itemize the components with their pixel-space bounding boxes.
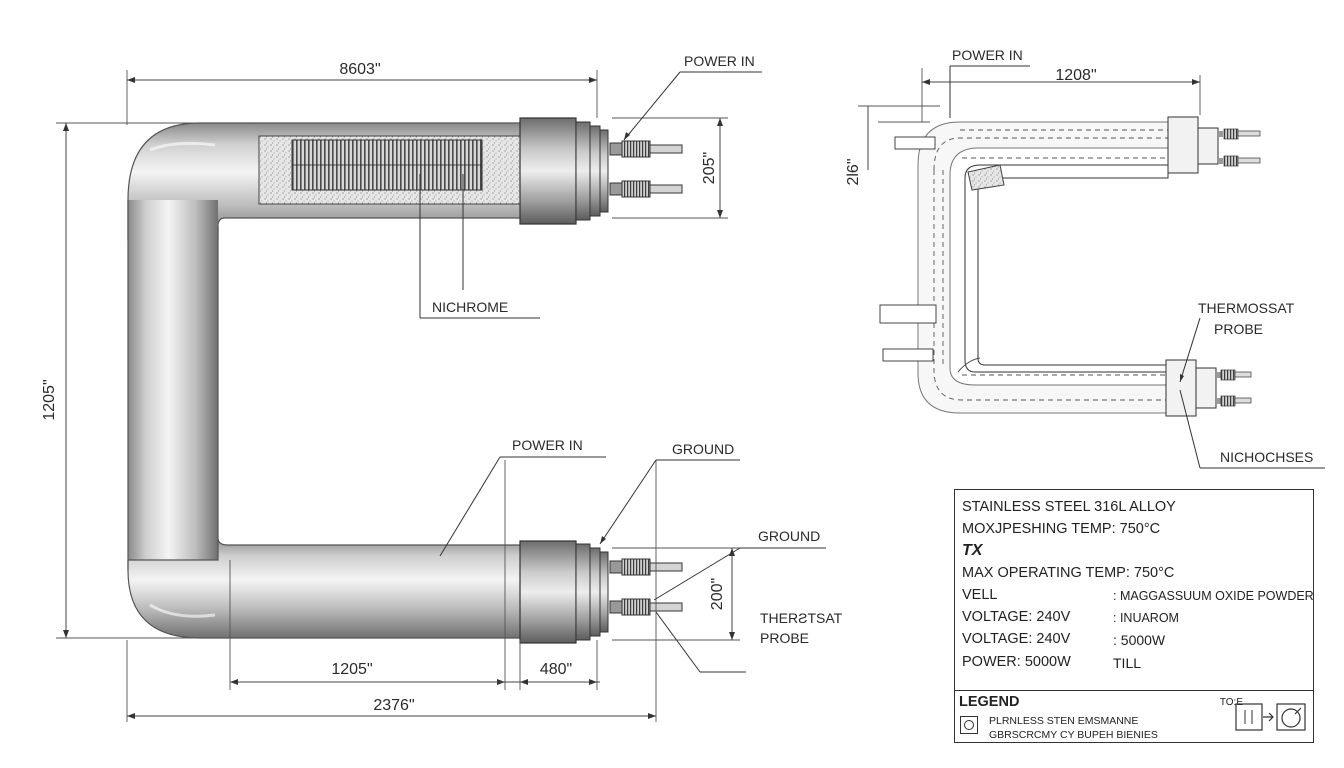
side-label-thermostat-line2: PROBE (1214, 321, 1263, 337)
legend-divider (955, 690, 1313, 691)
label-ground-lower: GROUND (758, 528, 820, 544)
label-power-in-top: POWER IN (684, 53, 755, 69)
dim-left-height: 1205" (41, 379, 58, 420)
main-heater-element (127, 117, 683, 644)
dim-overall-length: 2376" (373, 697, 414, 714)
label-thermostat-line2: PROBE (760, 630, 809, 646)
side-bottom-sleeve (1165, 359, 1197, 417)
spec-line-3: TX (962, 542, 983, 559)
side-view (858, 65, 1325, 469)
spec-power: POWER: 5000W (962, 654, 1071, 670)
spec-voltage-1: VOLTAGE: 240V (962, 609, 1071, 625)
bottom-sleeve (519, 540, 577, 644)
legend-symbol-icon (1235, 703, 1306, 731)
legend-swatch-icon (960, 716, 978, 734)
label-nichrome: NICHROME (432, 299, 508, 315)
legend-note: TO:E (1219, 697, 1243, 708)
legend-row-1: PLRNLESS STEN EMSMANNE (989, 715, 1139, 727)
dim-top-length: 8603" (339, 61, 380, 78)
top-sleeve (519, 117, 577, 225)
terminal-thread (621, 598, 651, 616)
terminal-thread (621, 140, 651, 158)
legend-row-2: GBRSCRCMY CY BUPEH BIENIES (989, 729, 1158, 741)
bottom-flange-3 (599, 551, 609, 633)
label-ground-upper: GROUND (672, 441, 734, 457)
spec-line-5-left: VELL (962, 587, 998, 603)
side-label-nichochses: NICHOCHSES (1220, 449, 1313, 465)
main-leaders (419, 71, 826, 673)
terminal-thread (621, 180, 651, 198)
spec-box: STAINLESS STEEL 316L ALLOY MOXJPESHING T… (954, 489, 1314, 743)
spec-line-8-right: TILL (1113, 655, 1142, 671)
terminal-thread (621, 558, 651, 576)
spec-voltage-2: VOLTAGE: 240V (962, 631, 1071, 647)
spec-material: STAINLESS STEEL 316L ALLOY (962, 499, 1176, 515)
side-label-thermostat-line1: THERMOSSAT (1198, 300, 1295, 316)
spec-line-2: MOXJPESHING TEMP: 750°C (962, 521, 1161, 537)
side-dim-top-length: 1208" (1055, 67, 1096, 84)
top-flange-1 (575, 121, 591, 221)
dim-terminal-length: 480" (540, 661, 572, 678)
main-dimensions (56, 70, 740, 722)
top-flange-2 (589, 125, 601, 217)
spec-line-6-right: : INUAROM (1113, 611, 1179, 625)
dim-bottom-inner: 1205" (331, 661, 372, 678)
label-thermostat-line1: THERƧTSAT (760, 610, 843, 626)
label-power-in-bottom: POWER IN (512, 437, 583, 453)
top-flange-3 (599, 129, 609, 213)
side-dim-height: 2Ɩ6" (845, 158, 862, 185)
dim-lower-terminal-height: 200" (709, 578, 726, 610)
spec-line-5-right: : MAGGASSUUM OXIDE POWDER (1113, 589, 1314, 603)
legend-title: LEGEND (959, 694, 1020, 710)
side-top-sleeve (1167, 116, 1199, 174)
spec-max-temp: MAX OPERATING TEMP: 750°C (962, 565, 1175, 581)
side-label-power-in: POWER IN (952, 47, 1023, 63)
spec-line-7-right: : 5000W (1113, 632, 1166, 648)
bottom-flange-2 (589, 547, 601, 637)
dim-terminal-height: 205" (701, 152, 718, 184)
bottom-flange-1 (575, 543, 591, 641)
main-tube-left (128, 200, 218, 580)
